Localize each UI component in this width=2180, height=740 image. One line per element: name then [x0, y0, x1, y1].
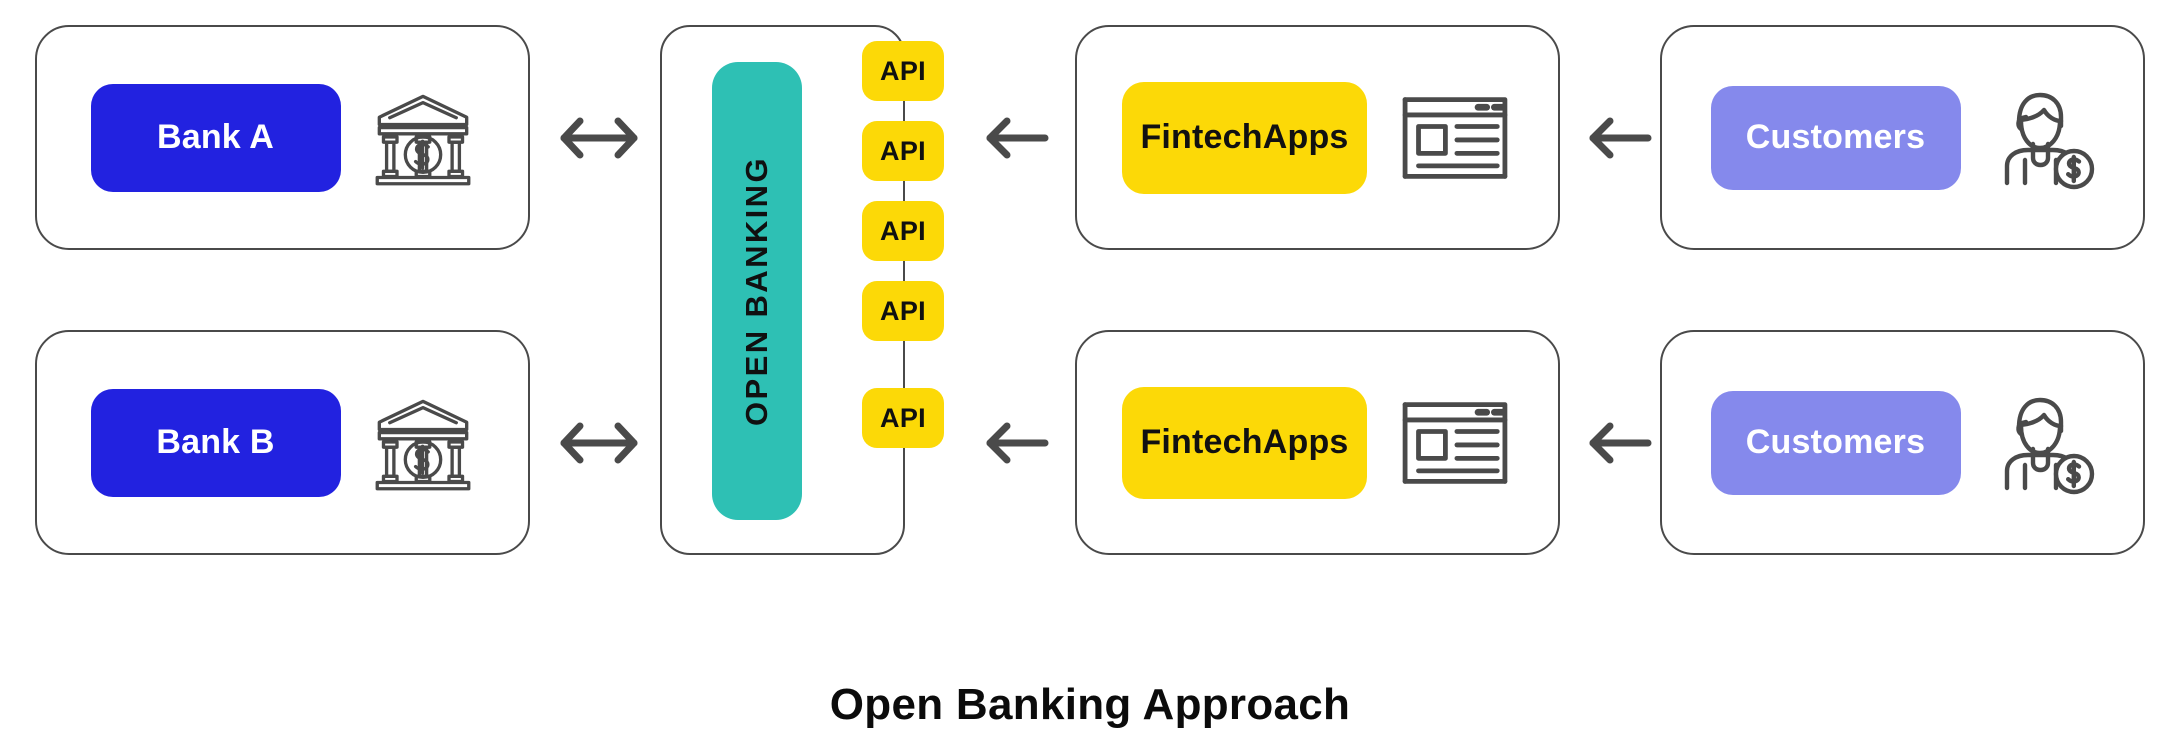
- left-arrow-icon: [1589, 117, 1652, 159]
- diagram-caption: Open Banking Approach: [829, 680, 1351, 729]
- bank-card-row-2[interactable]: Bank B: [35, 330, 530, 555]
- browser-window-icon: [1402, 96, 1508, 179]
- fintech-label-line-1: Fintech: [1140, 117, 1263, 156]
- fintech-card-content-row-2: Fintech Apps: [1077, 386, 1558, 499]
- arrow-bank-hub-row-1: [543, 108, 655, 168]
- arrow-bank-hub-row-2: [543, 413, 655, 473]
- person-with-dollar-coin-icon: [2004, 92, 2094, 189]
- fintech-label-pill-row-1[interactable]: Fintech Apps: [1122, 81, 1367, 194]
- bank-label-pill-row-1[interactable]: Bank A: [90, 83, 341, 192]
- customers-card-row-1[interactable]: Customers: [1660, 25, 2145, 250]
- api-badge-3[interactable]: API: [862, 201, 944, 261]
- customers-card-content-row-1: Customers: [1662, 85, 2143, 190]
- customers-label-pill-row-1[interactable]: Customers: [1710, 85, 1961, 190]
- left-arrow-icon: [986, 422, 1049, 464]
- arrow-hub-fintech-row-2: [962, 415, 1072, 471]
- left-arrow-icon: [986, 117, 1049, 159]
- fintech-label-line-1: Fintech: [1140, 422, 1263, 461]
- customers-card-content-row-2: Customers: [1662, 390, 2143, 495]
- bank-building-dollar-icon: [375, 399, 470, 490]
- bidirectional-arrow-icon: [560, 117, 638, 159]
- bank-card-row-1[interactable]: Bank A: [35, 25, 530, 250]
- fintech-label-line-2: Apps: [1262, 117, 1349, 156]
- browser-window-icon: [1402, 401, 1508, 484]
- bidirectional-arrow-icon: [560, 422, 638, 464]
- bank-card-content-row-2: Bank B: [37, 388, 528, 497]
- bank-building-dollar-icon: [375, 94, 470, 185]
- api-badge-4[interactable]: API: [862, 281, 944, 341]
- fintech-label-pill-row-2[interactable]: Fintech Apps: [1122, 386, 1367, 499]
- bank-label-pill-row-2[interactable]: Bank B: [90, 388, 341, 497]
- arrow-fintech-customers-row-1: [1570, 110, 1670, 166]
- open-banking-bar[interactable]: OPEN BANKING: [712, 62, 802, 520]
- customers-label-pill-row-2[interactable]: Customers: [1710, 390, 1961, 495]
- open-banking-bar-label: OPEN BANKING: [739, 156, 774, 426]
- api-badge-5[interactable]: API: [862, 388, 944, 448]
- fintech-card-content-row-1: Fintech Apps: [1077, 81, 1558, 194]
- left-arrow-icon: [1589, 422, 1652, 464]
- fintech-card-row-1[interactable]: Fintech Apps: [1075, 25, 1560, 250]
- api-badge-2[interactable]: API: [862, 121, 944, 181]
- person-with-dollar-coin-icon: [2004, 397, 2094, 494]
- arrow-fintech-customers-row-2: [1570, 415, 1670, 471]
- customers-card-row-2[interactable]: Customers: [1660, 330, 2145, 555]
- arrow-hub-fintech-row-1: [962, 110, 1072, 166]
- bank-card-content-row-1: Bank A: [37, 83, 528, 192]
- fintech-card-row-2[interactable]: Fintech Apps: [1075, 330, 1560, 555]
- api-badge-1[interactable]: API: [862, 41, 944, 101]
- fintech-label-line-2: Apps: [1262, 422, 1349, 461]
